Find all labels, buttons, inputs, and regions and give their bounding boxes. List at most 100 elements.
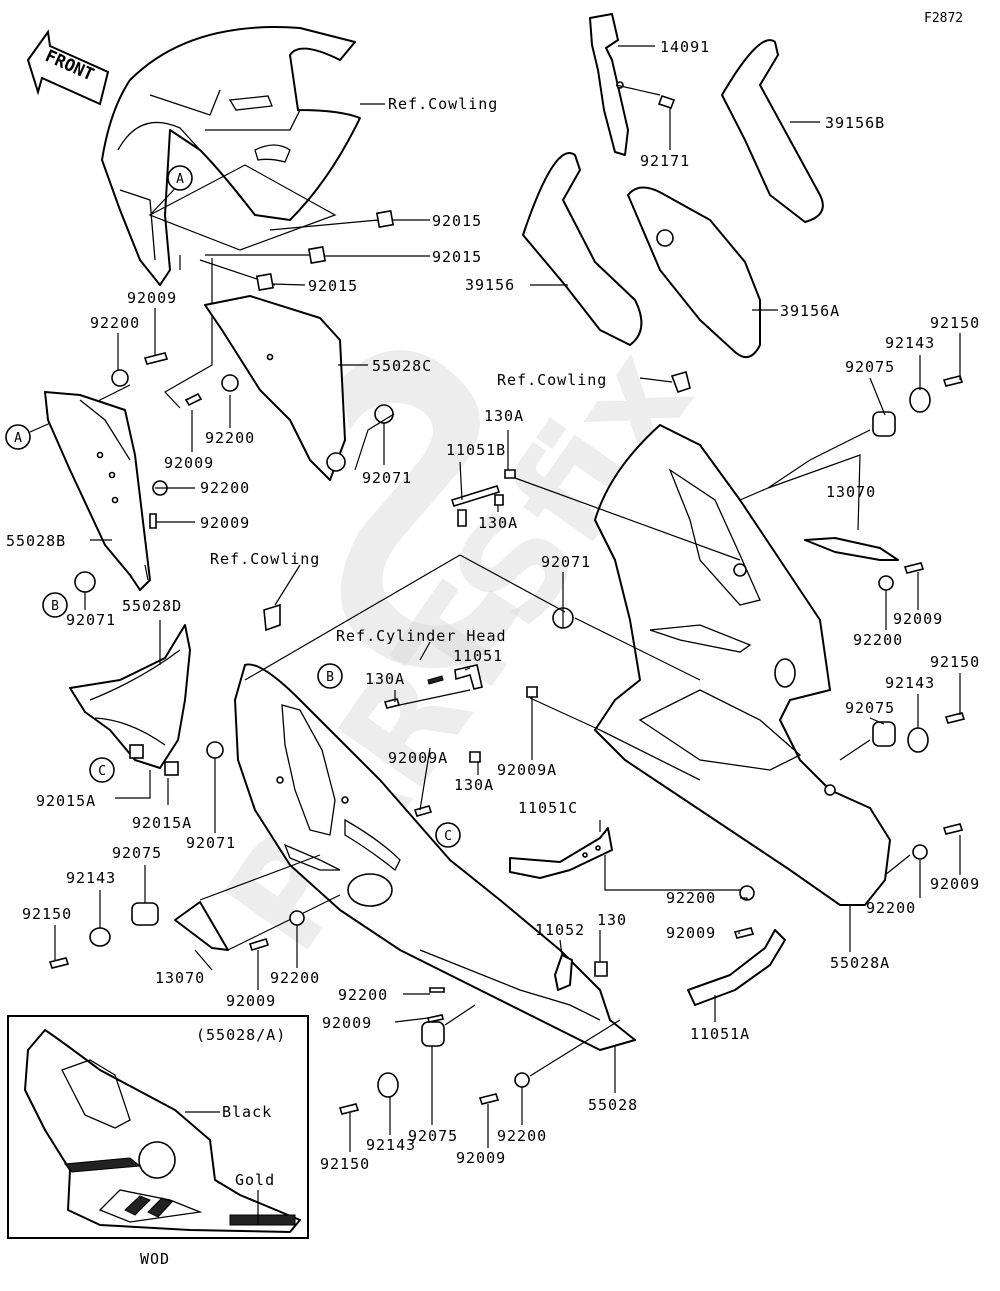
- label-92200-i: 92200: [497, 1127, 547, 1145]
- label-92075-a: 92075: [112, 844, 162, 862]
- bracket-14091: [589, 13, 676, 156]
- svg-text:B: B: [326, 670, 334, 685]
- label-130A-a: 130A: [484, 407, 524, 425]
- lower-cowling-right: [594, 424, 891, 906]
- label-92009A-b: 92009A: [497, 761, 557, 779]
- bracket-11051C: [509, 820, 740, 891]
- label-55028B: 55028B: [6, 532, 66, 550]
- label-leaders: [54, 308, 961, 1152]
- panel-55028B: [44, 391, 151, 591]
- clip-92015-group: [255, 209, 430, 292]
- grille-13070-left: [174, 854, 341, 951]
- panel-39156A: [627, 186, 778, 359]
- label-11051B: 11051B: [446, 441, 506, 459]
- label-92075-d: 92075: [408, 1127, 458, 1145]
- label-92200-h: 92200: [338, 986, 388, 1004]
- label-92200-g: 92200: [666, 889, 716, 907]
- callout-A-left: A: [5, 424, 31, 450]
- label-92009-h: 92009: [322, 1014, 372, 1032]
- label-92200-f: 92200: [866, 899, 916, 917]
- label-92015-a: 92015: [432, 212, 482, 230]
- callout-C-center: C: [435, 822, 461, 848]
- label-92150-c: 92150: [930, 653, 980, 671]
- panel-55028C: [204, 295, 368, 481]
- label-92200-b: 92200: [205, 429, 255, 447]
- svg-text:A: A: [14, 431, 22, 446]
- diagram-id: F2872: [924, 11, 963, 26]
- label-13070-b: 13070: [826, 483, 876, 501]
- label-92009A-a: 92009A: [388, 749, 448, 767]
- panel-39156: [522, 152, 643, 346]
- label-130: 130: [597, 911, 627, 929]
- ref-cowling-mid: Ref.Cowling: [497, 371, 607, 389]
- label-11051: 11051: [453, 647, 503, 665]
- label-14091: 14091: [660, 38, 710, 56]
- label-92200-a: 92200: [90, 314, 140, 332]
- label-130A-b: 130A: [478, 514, 518, 532]
- label-92009-a: 92009: [127, 289, 177, 307]
- callout-B-left: B: [42, 592, 68, 618]
- label-92150-d: 92150: [320, 1155, 370, 1173]
- bracket-11051A: [687, 929, 786, 1006]
- right-hardware: [733, 375, 966, 939]
- ref-cylinder-head: Ref.Cylinder Head: [336, 627, 507, 645]
- label-92143-a: 92143: [66, 869, 116, 887]
- inset-caption: WOD: [140, 1250, 170, 1268]
- ref-cowling-marks: [244, 371, 691, 681]
- label-92143-d: 92143: [366, 1136, 416, 1154]
- label-11051A: 11051A: [690, 1025, 750, 1043]
- ref-cowling-left: Ref.Cowling: [210, 550, 320, 568]
- panel-39156B: [721, 39, 824, 223]
- svg-text:A: A: [176, 172, 184, 187]
- label-92171: 92171: [640, 152, 690, 170]
- svg-text:B: B: [51, 599, 59, 614]
- label-92009-e: 92009: [893, 610, 943, 628]
- label-11051C: 11051C: [518, 799, 578, 817]
- label-39156A: 39156A: [780, 302, 840, 320]
- label-92015A-b: 92015A: [132, 814, 192, 832]
- label-55028: 55028: [588, 1096, 638, 1114]
- label-92200-c: 92200: [200, 479, 250, 497]
- label-92009-d: 92009: [226, 992, 276, 1010]
- label-92009-c: 92009: [200, 514, 250, 532]
- label-92071-a: 92071: [362, 469, 412, 487]
- label-130A-c: 130A: [365, 670, 405, 688]
- callout-C-left: C: [89, 757, 115, 783]
- callout-A-top: A: [167, 165, 193, 191]
- label-92143-c: 92143: [885, 674, 935, 692]
- svg-text:C: C: [98, 764, 106, 779]
- label-13070-a: 13070: [155, 969, 205, 987]
- label-92143-b: 92143: [885, 334, 935, 352]
- clip-11052: [554, 954, 608, 991]
- label-92015A-a: 92015A: [36, 792, 96, 810]
- front-direction-arrow: FRONT: [26, 29, 110, 106]
- label-92150-a: 92150: [22, 905, 72, 923]
- label-92150-b: 92150: [930, 314, 980, 332]
- label-92009-b: 92009: [164, 454, 214, 472]
- label-55028D: 55028D: [122, 597, 182, 615]
- grille-13070-right: [739, 454, 899, 561]
- label-11052: 11052: [535, 921, 585, 939]
- label-55028A: 55028A: [830, 954, 890, 972]
- part-labels: Ref.Cowling 14091 92171 39156B 39156 391…: [6, 38, 980, 1173]
- upper-cowling: [101, 26, 361, 286]
- label-92071-c: 92071: [186, 834, 236, 852]
- label-92071-d: 92071: [541, 553, 591, 571]
- bottom-hardware: [338, 987, 621, 1115]
- label-39156: 39156: [465, 276, 515, 294]
- color-variant-inset: (55028/A) Black Gold WOD: [7, 1015, 309, 1268]
- label-92015-b: 92015: [432, 248, 482, 266]
- inset-black-label: Black: [222, 1103, 272, 1121]
- label-92200-d: 92200: [270, 969, 320, 987]
- label-39156B: 39156B: [825, 114, 885, 132]
- left-hardware: [74, 352, 395, 593]
- label-92009-g: 92009: [666, 924, 716, 942]
- label-92009-f: 92009: [930, 875, 980, 893]
- label-92071-b: 92071: [66, 611, 116, 629]
- inset-gold-label: Gold: [235, 1171, 275, 1189]
- label-55028C: 55028C: [372, 357, 432, 375]
- label-92009-i: 92009: [456, 1149, 506, 1167]
- inset-title: (55028/A): [196, 1026, 286, 1044]
- label-130A-d: 130A: [454, 776, 494, 794]
